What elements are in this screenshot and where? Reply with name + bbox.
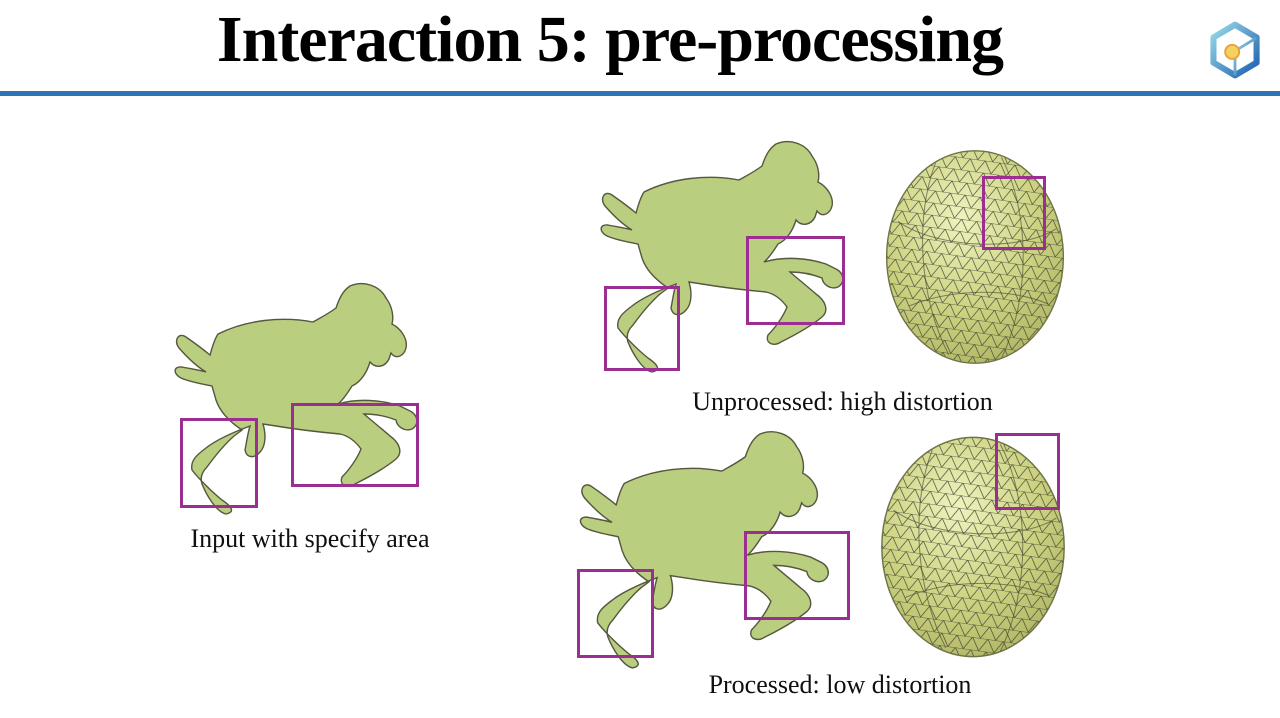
slide-title: Interaction 5: pre-processing — [216, 3, 1004, 76]
caption-processed: Processed: low distortion — [708, 670, 972, 699]
logo-dot — [1224, 43, 1241, 60]
highlight-box-unprocessed-sphere — [982, 176, 1046, 250]
highlight-box-processed-rear-leg — [577, 569, 654, 658]
highlight-box-processed-front-legs — [744, 531, 850, 620]
caption-unprocessed: Unprocessed: high distortion — [692, 387, 993, 416]
figure-processed: Processed: low distortion — [555, 420, 1075, 712]
highlight-box-unprocessed-front-legs — [746, 236, 845, 325]
highlight-box-processed-sphere — [995, 433, 1060, 510]
highlight-box-unprocessed-rear-leg — [604, 286, 680, 371]
figure-unprocessed: Unprocessed: high distortion — [570, 130, 1070, 420]
title-underline — [0, 91, 1280, 96]
highlight-box-input-rear-leg — [180, 418, 258, 508]
figure-input: Input with specify area — [140, 270, 480, 560]
highlight-box-input-front-legs — [291, 403, 419, 487]
caption-input: Input with specify area — [190, 524, 430, 553]
cube-logo-icon — [1210, 21, 1260, 79]
